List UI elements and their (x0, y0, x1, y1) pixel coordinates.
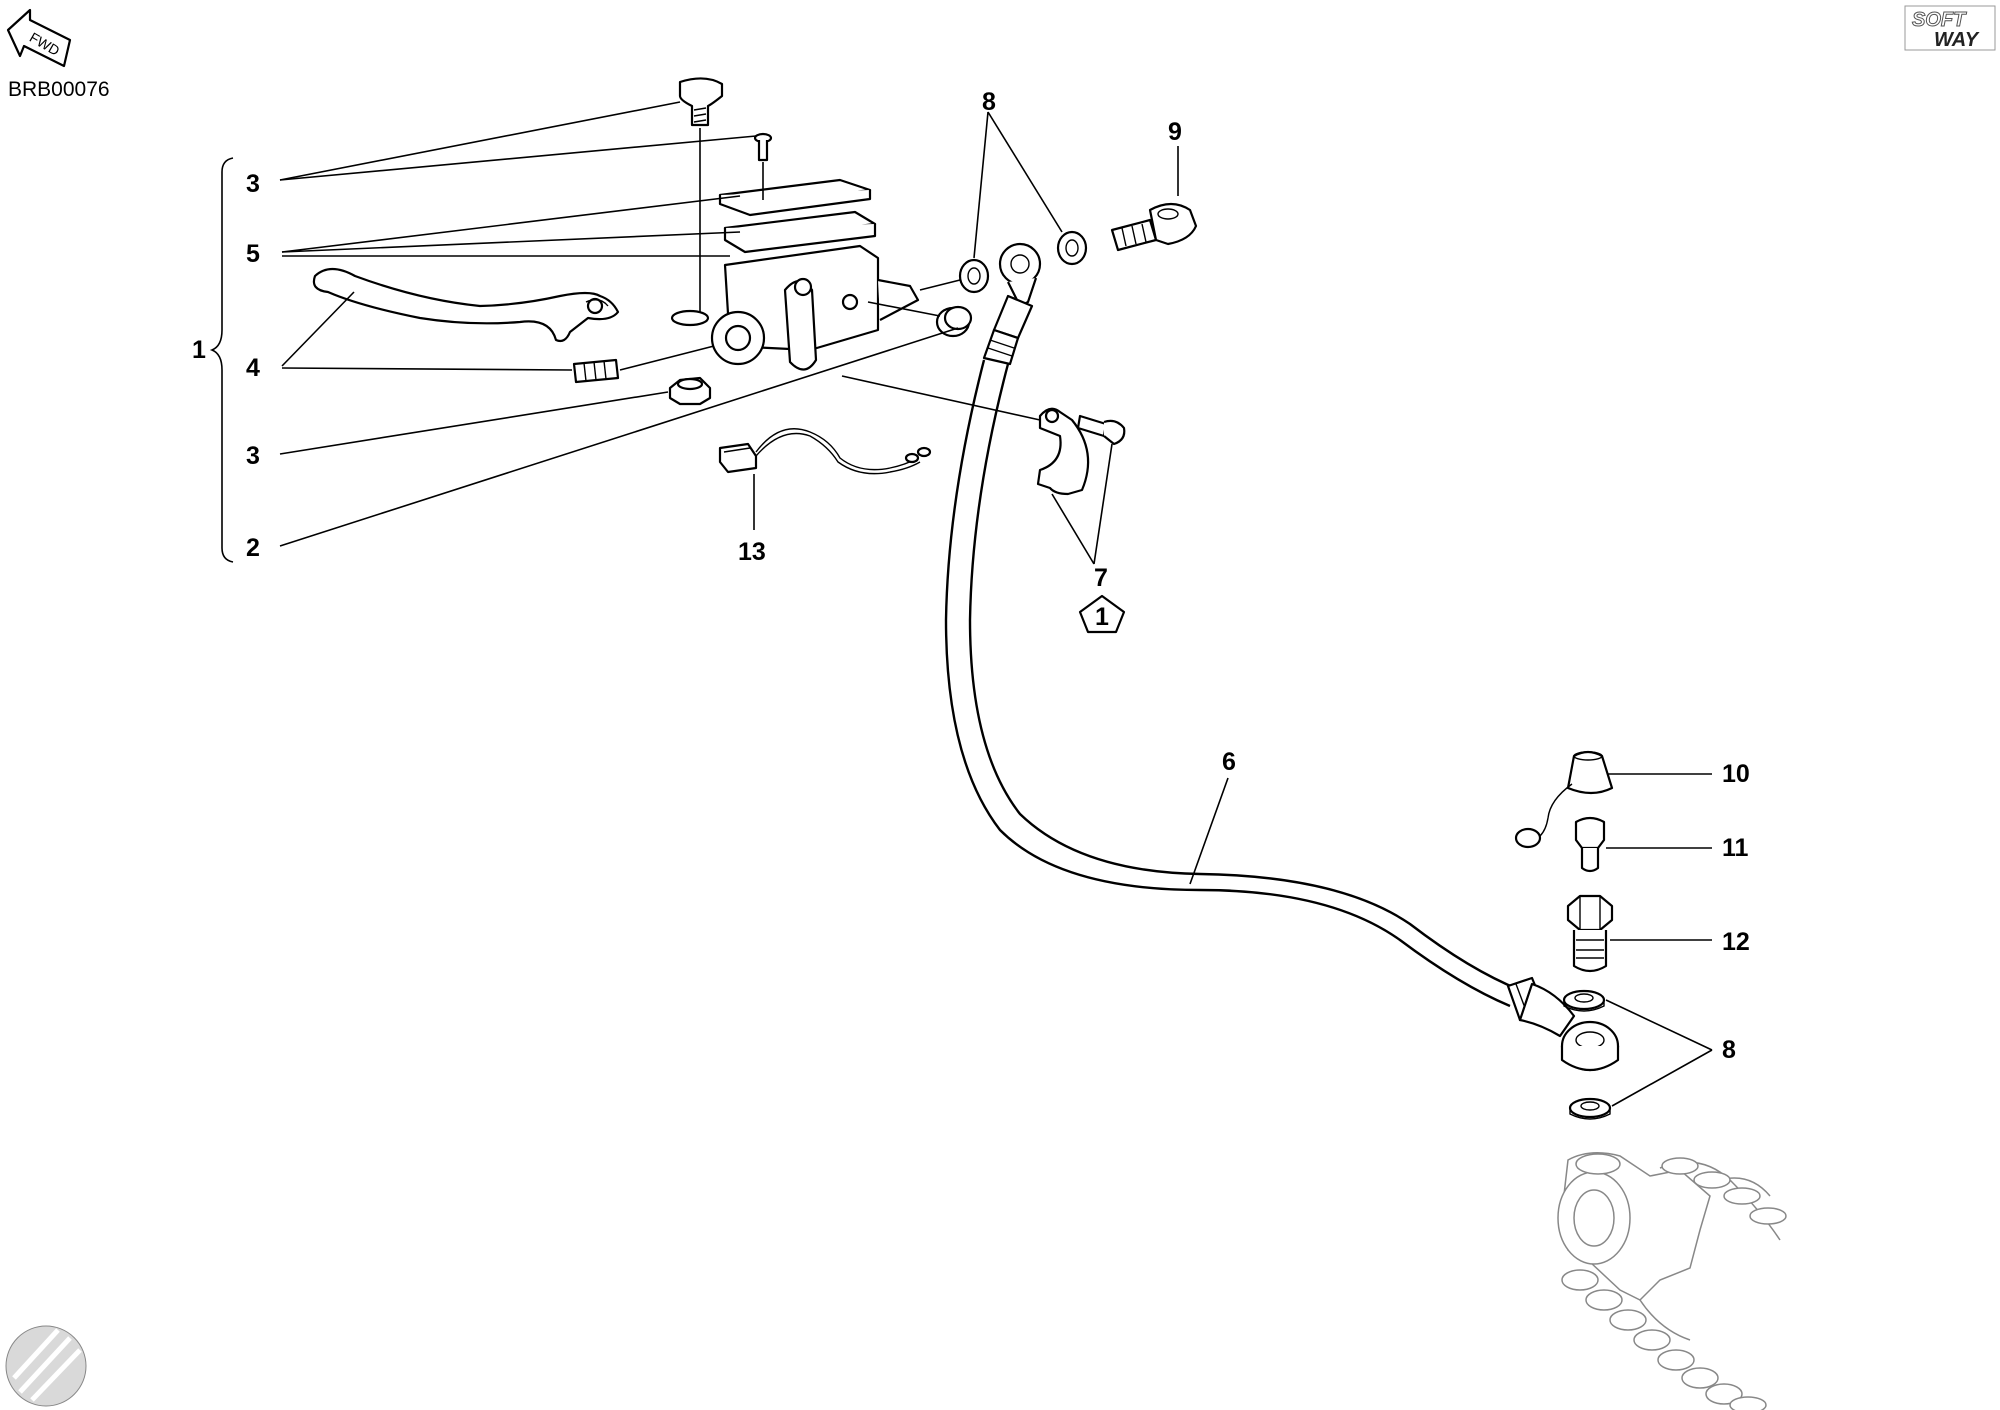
label-part-5: 5 (246, 240, 260, 268)
adjuster-screw (572, 358, 620, 384)
upper-banjo (998, 242, 1042, 308)
adjuster-axis-line (619, 345, 715, 371)
label-part-8-top: 8 (982, 88, 996, 116)
slave-cylinder-context (1557, 1152, 1787, 1410)
clamp-screw (1076, 414, 1126, 446)
pivot-washer (670, 309, 710, 327)
clamp-axis-line (841, 375, 1041, 421)
diagram-code: BRB00076 (8, 78, 110, 101)
label-part-10: 10 (1722, 760, 1750, 788)
bleed-cap (1514, 750, 1614, 849)
logo-soft: SOFT (1912, 9, 1967, 31)
lower-washer-2 (1568, 1097, 1612, 1120)
label-part-3-top: 3 (246, 170, 260, 198)
note-badge: 1 (1078, 594, 1126, 634)
lever (312, 267, 620, 343)
label-part-11: 11 (1722, 834, 1749, 862)
lower-banjo (1560, 1020, 1620, 1072)
logo-way: WAY (1934, 29, 1980, 51)
leader-lines (279, 101, 1713, 1107)
pivot-nut (668, 376, 712, 406)
group-bracket (209, 157, 234, 563)
outlet-axis-line (867, 301, 941, 317)
label-group-1: 1 (192, 336, 206, 364)
fwd-arrow-icon: FWD (6, 8, 72, 68)
pivot-bolt (678, 77, 724, 127)
handlebar-clamp (1036, 407, 1090, 496)
clutch-hose (944, 294, 1576, 1038)
small-screw (753, 132, 773, 162)
upper-washer-1 (958, 258, 990, 294)
bleed-valve-body (1566, 894, 1614, 973)
label-part-3-bottom: 3 (246, 442, 260, 470)
switch-connector (718, 428, 932, 475)
label-part-7: 7 (1094, 564, 1108, 592)
label-part-8-bottom: 8 (1722, 1036, 1736, 1064)
bleed-nipple (1574, 816, 1606, 873)
lower-washer-1 (1562, 989, 1606, 1012)
master-cylinder (710, 178, 920, 371)
corner-stamp-icon (5, 1325, 87, 1407)
label-part-9: 9 (1168, 118, 1182, 146)
upper-washer-2 (1056, 230, 1088, 266)
label-part-6: 6 (1222, 748, 1236, 776)
banjo-bolt (1110, 202, 1198, 252)
label-part-2: 2 (246, 534, 260, 562)
label-part-4: 4 (246, 354, 260, 382)
label-part-13: 13 (738, 538, 766, 566)
softway-logo: SOFT WAY (1904, 5, 1996, 51)
banjo-plug (935, 305, 973, 338)
note-badge-number: 1 (1095, 603, 1109, 631)
banjo-axis-line (919, 279, 961, 291)
label-part-12: 12 (1722, 928, 1750, 956)
